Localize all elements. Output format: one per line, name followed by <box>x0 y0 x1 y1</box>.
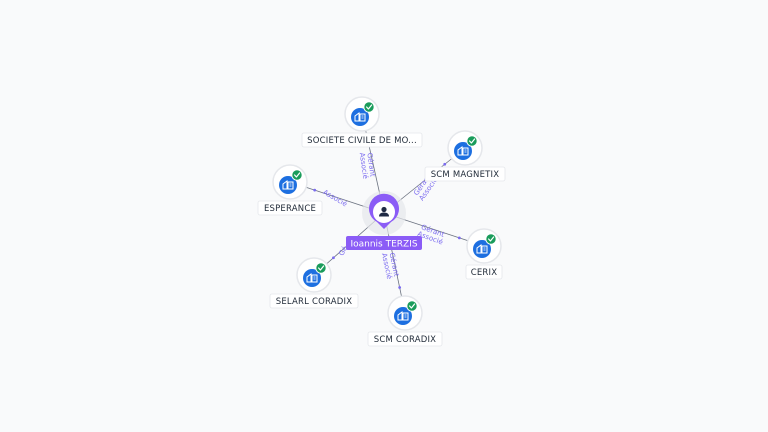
edge-label: Gé <box>337 245 349 257</box>
check-icon <box>406 300 418 312</box>
company-label: SELARL CORADIX <box>276 297 353 307</box>
nodes-layer: SOCIETE CIVILE DE MO... SCM MAGNETIX ESPER… <box>257 96 506 347</box>
center-node-label: Ioannis TERZIS <box>350 240 417 250</box>
edge-arrowhead <box>457 236 461 240</box>
company-node-esperance[interactable]: ESPERANCE <box>257 164 323 216</box>
company-node-societe-civile[interactable]: SOCIETE CIVILE DE MO... <box>301 96 423 148</box>
building-icon <box>306 273 318 283</box>
edge-arrowhead <box>443 162 447 166</box>
edge-arrowhead <box>313 188 317 192</box>
check-icon <box>466 135 478 147</box>
company-label: SCM CORADIX <box>374 335 436 345</box>
edge-label-line: Associé <box>358 152 370 179</box>
center-node[interactable]: Ioannis TERZIS <box>346 191 422 250</box>
edge-label-line: Gé <box>337 245 349 257</box>
person-icon <box>379 206 389 217</box>
building-icon <box>282 180 294 190</box>
company-node-selarl-coradix[interactable]: SELARL CORADIX <box>269 257 359 309</box>
building-icon <box>397 311 409 321</box>
edge-arrowhead <box>332 256 335 260</box>
check-icon <box>315 262 327 274</box>
edge-label: Associé <box>322 188 349 208</box>
company-node-cerix[interactable]: CERIX <box>465 228 503 280</box>
check-icon <box>291 169 303 181</box>
company-label: CERIX <box>471 268 498 278</box>
company-label-bg <box>465 264 503 280</box>
check-icon <box>363 101 375 113</box>
center-label-bg <box>346 236 422 250</box>
edge-label: GérantAssocié <box>380 251 401 280</box>
building-icon <box>457 146 469 156</box>
edge-label-line: Associé <box>322 188 349 208</box>
company-label-bg <box>257 200 323 216</box>
edge-arrowhead <box>398 286 402 289</box>
company-node-scm-coradix[interactable]: SCM CORADIX <box>367 295 443 347</box>
edge-label-line: Gérant <box>365 152 376 177</box>
company-label-bg <box>269 293 359 309</box>
company-node-scm-magnetix[interactable]: SCM MAGNETIX <box>424 130 506 182</box>
check-icon <box>485 233 497 245</box>
company-label: ESPERANCE <box>264 204 316 214</box>
edge-label: GérantAssocié <box>358 151 377 179</box>
building-icon <box>354 112 366 122</box>
company-label: SOCIETE CIVILE DE MO... <box>307 136 417 146</box>
building-icon <box>476 244 488 254</box>
company-label-bg <box>301 132 423 148</box>
company-label: SCM MAGNETIX <box>431 170 500 180</box>
company-label-bg <box>367 331 443 347</box>
company-label-bg <box>424 166 506 182</box>
